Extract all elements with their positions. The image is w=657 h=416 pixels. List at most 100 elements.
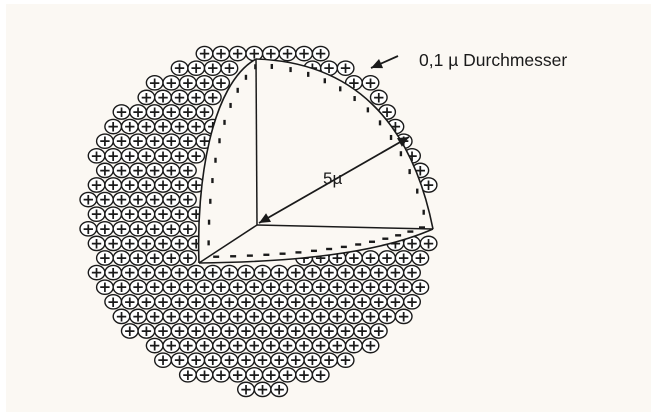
svg-text:+: +: [281, 337, 294, 355]
particle: +: [153, 176, 172, 194]
svg-text:+: +: [422, 176, 435, 194]
svg-text:+: +: [182, 366, 195, 384]
svg-text:+: +: [348, 337, 361, 355]
particle: +: [95, 249, 114, 267]
svg-text:+: +: [306, 293, 319, 311]
particle: +: [236, 322, 255, 340]
particle: +: [145, 337, 164, 355]
svg-text:+: +: [107, 176, 120, 194]
svg-text:+: +: [132, 191, 145, 209]
particle: +: [187, 264, 206, 282]
svg-text:+: +: [99, 191, 112, 209]
svg-text:+: +: [148, 278, 161, 296]
svg-text:+: +: [107, 264, 120, 282]
svg-text:+: +: [373, 264, 386, 282]
svg-text:+: +: [314, 307, 327, 325]
particle: +: [120, 322, 139, 340]
particle: +: [336, 293, 355, 311]
svg-text:+: +: [231, 366, 244, 384]
svg-text:+: +: [207, 293, 220, 311]
svg-text:+: +: [182, 191, 195, 209]
svg-text:+: +: [215, 366, 228, 384]
svg-text:+: +: [240, 351, 253, 369]
particle: +: [178, 161, 197, 179]
particle: +: [253, 380, 272, 398]
particle: +: [162, 103, 181, 121]
svg-text:+: +: [157, 147, 170, 165]
particle: +: [220, 351, 239, 369]
particle: +: [270, 264, 289, 282]
particle: +: [253, 293, 272, 311]
svg-text:+: +: [290, 351, 303, 369]
svg-text:+: +: [182, 103, 195, 121]
svg-text:+: +: [256, 322, 269, 340]
particle: +: [112, 278, 131, 296]
svg-text:+: +: [107, 147, 120, 165]
particle: +: [120, 264, 139, 282]
svg-text:+: +: [198, 103, 211, 121]
particle: +: [411, 278, 430, 296]
svg-text:+: +: [140, 118, 153, 136]
radius-arrow-head: [259, 213, 272, 223]
charged-sphere-diagram: ++++++++++++++++++++++++++++++++++++++++…: [79, 45, 438, 398]
particle: +: [129, 220, 148, 238]
svg-text:+: +: [90, 176, 103, 194]
particle: +: [261, 307, 280, 325]
svg-text:+: +: [115, 191, 128, 209]
svg-text:+: +: [165, 337, 178, 355]
svg-text:+: +: [190, 147, 203, 165]
particle: +: [187, 118, 206, 136]
particle: +: [212, 307, 231, 325]
svg-text:+: +: [265, 45, 278, 63]
svg-text:+: +: [256, 293, 269, 311]
svg-text:+: +: [115, 220, 128, 238]
svg-text:+: +: [140, 205, 153, 223]
particle: +: [129, 307, 148, 325]
svg-text:+: +: [124, 176, 137, 194]
particle: +: [87, 176, 106, 194]
particle: +: [369, 264, 388, 282]
cutaway-fill: [198, 59, 433, 263]
particle: +: [411, 249, 430, 267]
svg-text:+: +: [314, 337, 327, 355]
svg-text:+: +: [273, 351, 286, 369]
svg-text:+: +: [140, 293, 153, 311]
svg-text:+: +: [231, 45, 244, 63]
particle: +: [145, 278, 164, 296]
svg-text:+: +: [331, 278, 344, 296]
particle: +: [112, 191, 131, 209]
svg-text:+: +: [198, 278, 211, 296]
svg-text:+: +: [157, 293, 170, 311]
particle: +: [386, 293, 405, 311]
particle: +: [245, 337, 264, 355]
particle: +: [178, 132, 197, 150]
particle: +: [112, 307, 131, 325]
svg-text:+: +: [364, 74, 377, 92]
svg-text:+: +: [148, 74, 161, 92]
svg-text:+: +: [99, 161, 112, 179]
svg-text:+: +: [173, 322, 186, 340]
particle: +: [87, 264, 106, 282]
svg-text:+: +: [124, 264, 137, 282]
particle: +: [145, 307, 164, 325]
svg-text:+: +: [124, 322, 137, 340]
svg-text:+: +: [190, 88, 203, 106]
svg-text:+: +: [115, 307, 128, 325]
particle: +: [220, 264, 239, 282]
particle: +: [353, 264, 372, 282]
svg-text:+: +: [132, 161, 145, 179]
svg-text:+: +: [148, 161, 161, 179]
particle: +: [245, 366, 264, 384]
svg-text:+: +: [265, 307, 278, 325]
particle: +: [336, 264, 355, 282]
svg-text:+: +: [364, 337, 377, 355]
particle: +: [187, 147, 206, 165]
svg-text:+: +: [107, 234, 120, 252]
svg-text:+: +: [273, 264, 286, 282]
particle: +: [153, 118, 172, 136]
svg-text:+: +: [339, 322, 352, 340]
svg-text:+: +: [389, 293, 402, 311]
particle: +: [295, 278, 314, 296]
svg-text:+: +: [290, 322, 303, 340]
particle: +: [137, 293, 156, 311]
